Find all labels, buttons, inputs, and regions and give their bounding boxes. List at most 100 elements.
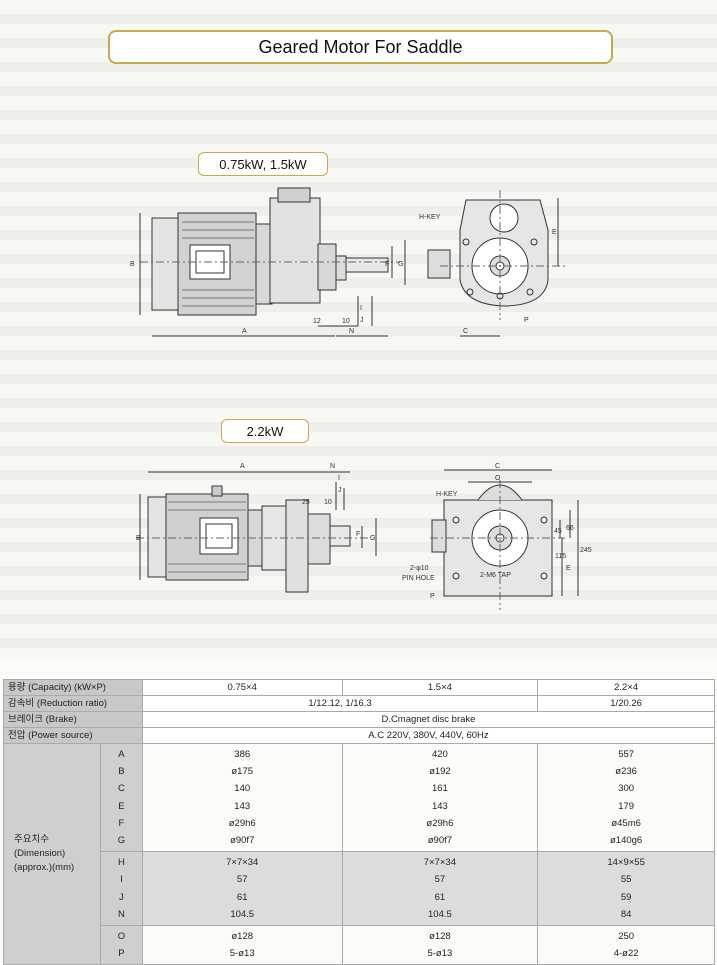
dim-text: O xyxy=(495,475,501,482)
motor-side-view-2 xyxy=(136,471,377,593)
dim-value: 57 xyxy=(236,874,248,886)
page-title-text: Geared Motor For Saddle xyxy=(258,36,463,57)
motor-end-view-1 xyxy=(427,190,565,337)
dim-text: F xyxy=(356,531,360,538)
motor-end-view-2 xyxy=(430,469,579,610)
dim-value: 557 xyxy=(618,749,635,760)
dim-value: 59 xyxy=(620,891,632,903)
dim-letter: E xyxy=(118,800,125,812)
row-label: 전압 (Power source) xyxy=(3,727,143,744)
dim-text: G xyxy=(398,261,403,268)
motor-side-view-1 xyxy=(139,187,406,337)
dim-value: ø192 xyxy=(429,766,451,778)
dimension-letters: A B C E F G xyxy=(99,742,143,853)
dim-value: 57 xyxy=(434,874,446,886)
dim-value: 143 xyxy=(234,800,251,812)
table-row: 감속비 (Reduction ratio) 1/12.12, 1/16.3 1/… xyxy=(3,695,715,712)
table-cell: 1.5×4 xyxy=(341,679,539,696)
dim-text: 245 xyxy=(580,547,592,554)
dim-value: ø29h6 xyxy=(228,817,256,829)
table-cell: 0.75×4 xyxy=(141,679,343,696)
dim-value: ø140g6 xyxy=(610,834,643,846)
row-label: 용량 (Capacity) (kW×P) xyxy=(3,679,143,696)
dim-value: 386 xyxy=(234,749,251,760)
dim-text: 66 xyxy=(566,525,574,532)
dim-value: ø29h6 xyxy=(426,817,454,829)
table-cell: D.Cmagnet disc brake xyxy=(141,711,716,728)
table-cell: 1/20.26 xyxy=(537,695,715,712)
page-title: Geared Motor For Saddle xyxy=(108,30,613,64)
dim-value: 420 xyxy=(431,749,448,760)
table-row: 주요치수 (Dimension) (approx.)(mm) A B C E F… xyxy=(3,742,715,965)
dimension-values: 420 ø192 161 143 ø29h6 ø90f7 xyxy=(341,742,539,853)
dim-text: 2-M6 TAP xyxy=(480,572,511,579)
spec-table: 용량 (Capacity) (kW×P) 0.75×4 1.5×4 2.2×4 … xyxy=(3,679,716,965)
dim-text: E xyxy=(566,565,571,572)
dim-text: B xyxy=(136,535,141,542)
row-label: 브레이크 (Brake) xyxy=(3,711,143,728)
dim-value: ø236 xyxy=(615,766,637,778)
dim-letter: I xyxy=(120,874,123,886)
table-row: 브레이크 (Brake) D.Cmagnet disc brake xyxy=(3,711,716,728)
dimension-values: 557 ø236 300 179 ø45m6 ø140g6 xyxy=(537,742,715,853)
dimension-values: 386 ø175 140 143 ø29h6 ø90f7 xyxy=(141,742,343,853)
dim-value: 179 xyxy=(618,800,635,812)
dim-value: 55 xyxy=(620,874,632,886)
dim-text: A xyxy=(240,463,245,470)
dim-value: ø128 xyxy=(231,930,254,942)
dim-text: J xyxy=(360,317,364,324)
table-row: O P ø128 5-ø13 ø128 5-ø13 250 4-ø22 xyxy=(4,924,715,965)
dim-value: 5-ø13 xyxy=(427,948,453,960)
dimension-group-label: 주요치수 (Dimension) (approx.)(mm) xyxy=(3,742,101,965)
dim-text: N xyxy=(330,463,335,470)
table-cell: 2.2×4 xyxy=(537,679,715,696)
dim-value: ø90f7 xyxy=(427,834,453,846)
dimension-values: 7×7×34 57 61 104.5 xyxy=(341,851,539,926)
dim-text: 25 xyxy=(302,499,310,506)
dim-value: 140 xyxy=(234,783,251,795)
dim-text: P xyxy=(524,317,529,324)
technical-drawings: B A 12 10 N I J F G H-KEY C E P A N I J … xyxy=(130,187,592,610)
table-row: 용량 (Capacity) (kW×P) 0.75×4 1.5×4 2.2×4 xyxy=(3,679,715,696)
dim-value: 104.5 xyxy=(230,908,255,920)
dim-text: E xyxy=(552,229,557,236)
dim-text: G xyxy=(370,535,375,542)
dimension-values: 14×9×55 55 59 84 xyxy=(537,851,715,926)
dim-text: I xyxy=(338,475,340,482)
dim-value: ø175 xyxy=(231,766,254,778)
dim-text: 115 xyxy=(555,553,566,560)
dim-label-line: 주요치수 xyxy=(14,834,49,846)
dim-value: 61 xyxy=(236,891,248,903)
dim-text: 2-φ10 xyxy=(410,565,429,572)
dimension-values: ø128 5-ø13 xyxy=(141,924,343,965)
dim-value: 300 xyxy=(618,783,635,795)
dim-value: 104.5 xyxy=(428,908,452,920)
dim-text: P xyxy=(430,593,435,600)
dim-value: 161 xyxy=(431,783,448,795)
dim-text: C xyxy=(495,463,500,470)
dim-letter: B xyxy=(118,766,125,778)
dim-letter: J xyxy=(119,891,124,903)
dim-text: N xyxy=(349,328,354,335)
dim-text: I xyxy=(360,305,362,312)
dim-text: H-KEY xyxy=(436,491,458,498)
dim-letter: A xyxy=(118,749,125,760)
dim-value: 250 xyxy=(618,930,635,942)
dim-value: 5-ø13 xyxy=(229,948,255,960)
dim-letter: O xyxy=(117,930,126,942)
dim-value: 84 xyxy=(620,908,632,920)
dim-value: 7×7×34 xyxy=(423,857,456,869)
table-cell: A.C 220V, 380V, 440V, 60Hz xyxy=(141,727,716,744)
dimension-letters: H I J N xyxy=(99,851,143,926)
dim-value: ø128 xyxy=(429,930,451,942)
dim-letter: P xyxy=(118,948,125,960)
dim-value: 7×7×34 xyxy=(226,857,259,869)
dim-text: H-KEY xyxy=(419,214,441,221)
dimension-values: 250 4-ø22 xyxy=(537,924,715,965)
dim-text: B xyxy=(130,261,135,268)
dim-text: 45 xyxy=(554,528,562,535)
dimension-values: 7×7×34 57 61 104.5 xyxy=(141,851,343,926)
dim-text: 10 xyxy=(342,318,350,325)
table-row: 전압 (Power source) A.C 220V, 380V, 440V, … xyxy=(3,727,716,744)
dim-value: ø90f7 xyxy=(230,834,255,846)
